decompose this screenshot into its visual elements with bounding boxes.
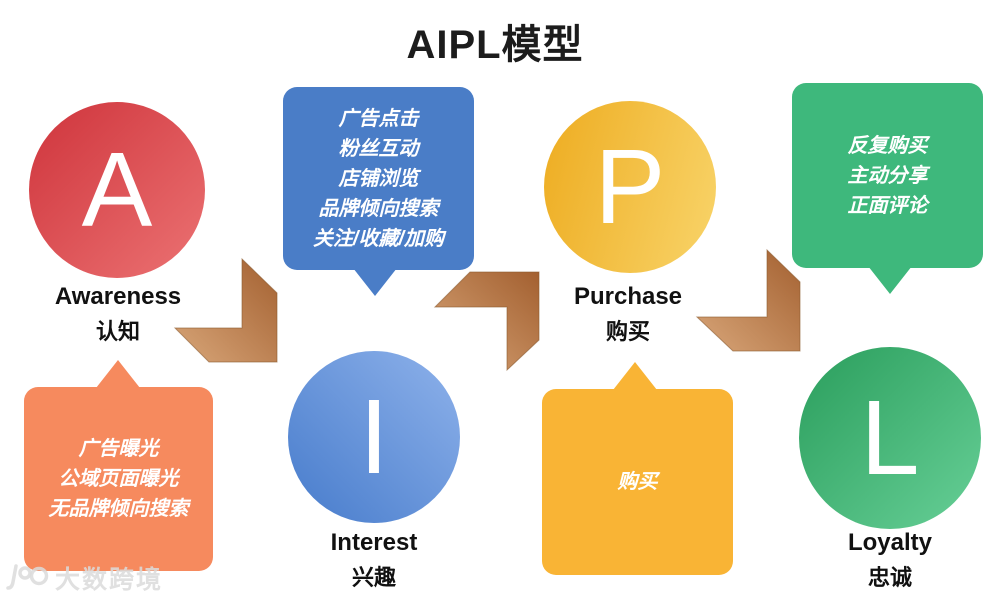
awareness-label: Awareness 认知 [18, 283, 218, 345]
purchase-circle: P [544, 101, 716, 273]
bubble-line: 粉丝互动 [338, 137, 419, 160]
interest-label: Interest 兴趣 [274, 529, 474, 591]
bubble-line: 无品牌倾向搜索 [48, 498, 189, 520]
awareness-bubble: 广告曝光 公域页面曝光 无品牌倾向搜索 [24, 387, 213, 571]
bubble-line: 主动分享 [847, 164, 928, 187]
purchase-label-zh: 购买 [605, 318, 650, 344]
dashukuajing-logo-icon [6, 564, 49, 590]
awareness-letter: A [81, 131, 153, 249]
bubble-line: 正面评论 [847, 194, 928, 217]
flow-arrow-awareness-to-interest [173, 257, 278, 363]
interest-label-en: Interest [330, 529, 418, 556]
loyalty-bubble: 反复购买 主动分享 正面评论 [792, 83, 983, 268]
interest-letter: I [359, 378, 389, 496]
bubble-line: 购买 [617, 471, 658, 493]
purchase-letter: P [594, 128, 666, 246]
bubble-line: 反复购买 [847, 134, 928, 157]
awareness-label-en: Awareness [54, 283, 182, 310]
purchase-label-en: Purchase [573, 283, 683, 310]
page-title: AIPL模型 [406, 23, 584, 67]
interest-label-zh: 兴趣 [351, 564, 396, 590]
bubble-line: 广告点击 [338, 107, 419, 130]
purchase-bubble: 购买 [542, 389, 733, 575]
loyalty-label-zh: 忠诚 [867, 564, 912, 590]
interest-bubble: 广告点击 粉丝互动 店铺浏览 品牌倾向搜索 关注/收藏/加购 [283, 87, 474, 270]
flow-arrow-interest-to-purchase [433, 271, 540, 372]
bubble-line: 广告曝光 [78, 438, 159, 460]
interest-circle: I [288, 351, 460, 523]
watermark: 大数跨境 [6, 560, 163, 596]
loyalty-label: Loyalty 忠诚 [790, 529, 990, 591]
loyalty-letter: L [860, 379, 920, 497]
bubble-line: 公域页面曝光 [58, 468, 179, 490]
flow-arrow-purchase-to-loyalty [695, 248, 801, 352]
bubble-line: 品牌倾向搜索 [318, 197, 439, 220]
bubble-line: 关注/收藏/加购 [312, 227, 445, 250]
loyalty-label-en: Loyalty [847, 529, 933, 556]
purchase-label: Purchase 购买 [528, 283, 728, 345]
watermark-text: 大数跨境 [55, 566, 164, 594]
loyalty-circle: L [799, 347, 981, 529]
awareness-circle: A [29, 102, 205, 278]
bubble-line: 店铺浏览 [338, 167, 419, 190]
awareness-label-zh: 认知 [95, 318, 140, 344]
